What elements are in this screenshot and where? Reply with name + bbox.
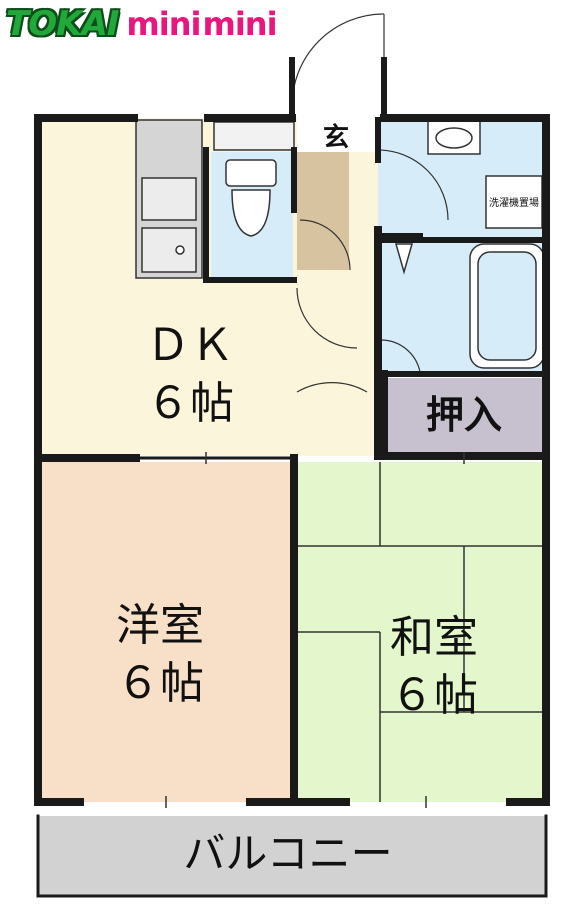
laundry-space [485,175,543,229]
oshiire-label: 押入 [426,393,502,437]
door-marks [165,452,465,808]
dk-name-label: ＤＫ [146,320,234,371]
genkan-label: 玄 [323,122,349,153]
logo: TOKAI mini mini [6,4,278,44]
kitchen-counter [135,119,295,279]
balcony-floor [38,816,546,896]
toilet [225,159,277,237]
tatami-lines [297,462,546,802]
entry-floor [297,152,349,270]
logo-mini-1: mini [126,5,201,43]
washbasin [427,119,481,155]
logo-mini-2: mini [202,5,277,43]
washitsu-name-label: 和室 [390,612,478,663]
yoshitsu-name-label: 洋室 [116,600,204,651]
oshiire-floor [385,378,546,452]
walls [34,57,550,898]
logo-tokai: TOKAI [6,4,119,44]
bath-faucet [395,243,413,275]
yoshitsu-floor [38,462,291,802]
washitsu-size-label: ６帖 [390,670,478,721]
laundry-label: 洗濯機置場 [489,196,539,209]
entry-tile [297,118,377,152]
yoshitsu-size-label: ６帖 [116,658,204,709]
balcony-label: バルコニー [183,829,392,878]
bathtub [469,243,545,369]
dk-size-label: ６帖 [146,378,234,429]
